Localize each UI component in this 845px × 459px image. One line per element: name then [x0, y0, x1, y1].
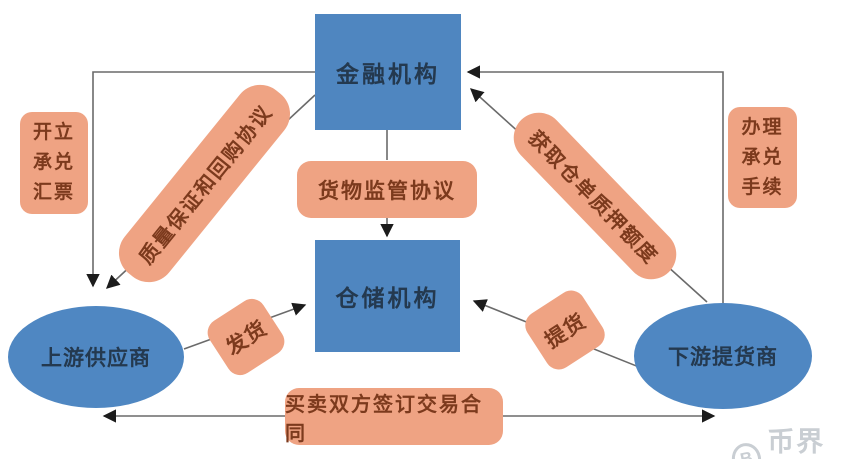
- upstream-supplier-label: 上游供应商: [41, 346, 151, 370]
- warehouse-institution-label: 仓储机构: [335, 286, 440, 311]
- open-draft-line1: 开立: [32, 122, 75, 143]
- handle-draft-line2: 承兑: [741, 146, 784, 168]
- open-draft-line2: 承兑: [32, 152, 75, 173]
- trade-contract-label: 买卖双方签订交易合同: [285, 388, 503, 445]
- pickup-goods-text: 提货: [540, 308, 591, 353]
- arrow-buyer-to-finance-via-draft: [466, 65, 724, 305]
- trade-contract-text: 买卖双方签订交易合同: [285, 393, 483, 445]
- goods-supervision-text: 货物监管协议: [318, 178, 456, 203]
- finance-institution-label: 金融机构: [336, 62, 440, 87]
- watermark-text: 币界网: [767, 427, 826, 457]
- handle-draft-line1: 办理: [741, 116, 784, 138]
- arrow-finance-to-supplier-via-draft: [86, 71, 315, 288]
- site-watermark: B 币界网: [728, 420, 845, 459]
- open-draft-line3: 汇票: [32, 182, 75, 203]
- open-draft-label: 开立 承兑 汇票: [20, 112, 88, 214]
- finance-institution-node: 金融机构: [315, 14, 461, 130]
- upstream-supplier-node: 上游供应商: [8, 306, 184, 408]
- goods-supervision-agreement-label: 货物监管协议: [297, 161, 477, 218]
- warehouse-institution-node: 仓储机构: [315, 240, 460, 352]
- downstream-buyer-node: 下游提货商: [634, 303, 812, 409]
- ship-goods-text: 发货: [221, 315, 272, 360]
- handle-draft-line3: 手续: [741, 176, 784, 198]
- downstream-buyer-label: 下游提货商: [668, 345, 778, 369]
- coin-logo-icon: B: [728, 440, 765, 459]
- handle-draft-label: 办理 承兑 手续: [728, 107, 797, 208]
- coin-symbol: B: [738, 447, 755, 459]
